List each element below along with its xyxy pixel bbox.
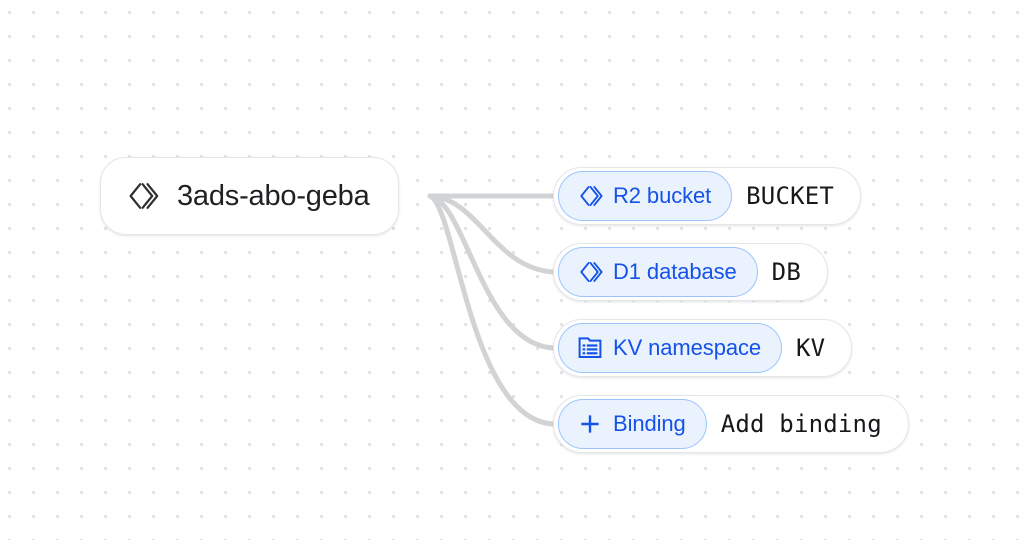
binding-type-label: KV namespace xyxy=(613,335,761,360)
binding-value: DB xyxy=(771,258,801,286)
binding-node-kv-namespace[interactable]: KV namespace KV xyxy=(553,319,853,377)
add-binding-label[interactable]: Add binding xyxy=(720,410,882,438)
binding-node-r2-bucket[interactable]: R2 bucket BUCKET xyxy=(553,167,862,225)
binding-type-label: D1 database xyxy=(613,259,737,284)
binding-value: KV xyxy=(796,334,826,362)
worker-name: 3ads-abo-geba xyxy=(177,179,370,212)
worker-node[interactable]: 3ads-abo-geba xyxy=(100,157,399,235)
workers-logo-icon xyxy=(577,259,603,285)
workers-logo-icon xyxy=(577,183,603,209)
add-binding-chip[interactable]: Binding xyxy=(558,399,707,449)
binding-type-label: Binding xyxy=(613,411,686,436)
list-box-icon xyxy=(577,335,603,361)
binding-type-label: R2 bucket xyxy=(613,183,712,208)
plus-icon xyxy=(577,411,603,437)
binding-node-add-binding[interactable]: Binding Add binding xyxy=(553,395,909,453)
workers-logo-icon xyxy=(125,179,159,213)
binding-type-chip[interactable]: D1 database xyxy=(558,247,758,297)
binding-type-chip[interactable]: R2 bucket xyxy=(558,171,733,221)
edge-worker-to-d1 xyxy=(427,193,556,275)
edge-worker-to-kv xyxy=(427,193,556,351)
binding-type-chip[interactable]: KV namespace xyxy=(558,323,782,373)
binding-node-d1-database[interactable]: D1 database DB xyxy=(553,243,828,301)
binding-value: BUCKET xyxy=(746,182,835,210)
edge-worker-to-binding xyxy=(427,193,556,427)
